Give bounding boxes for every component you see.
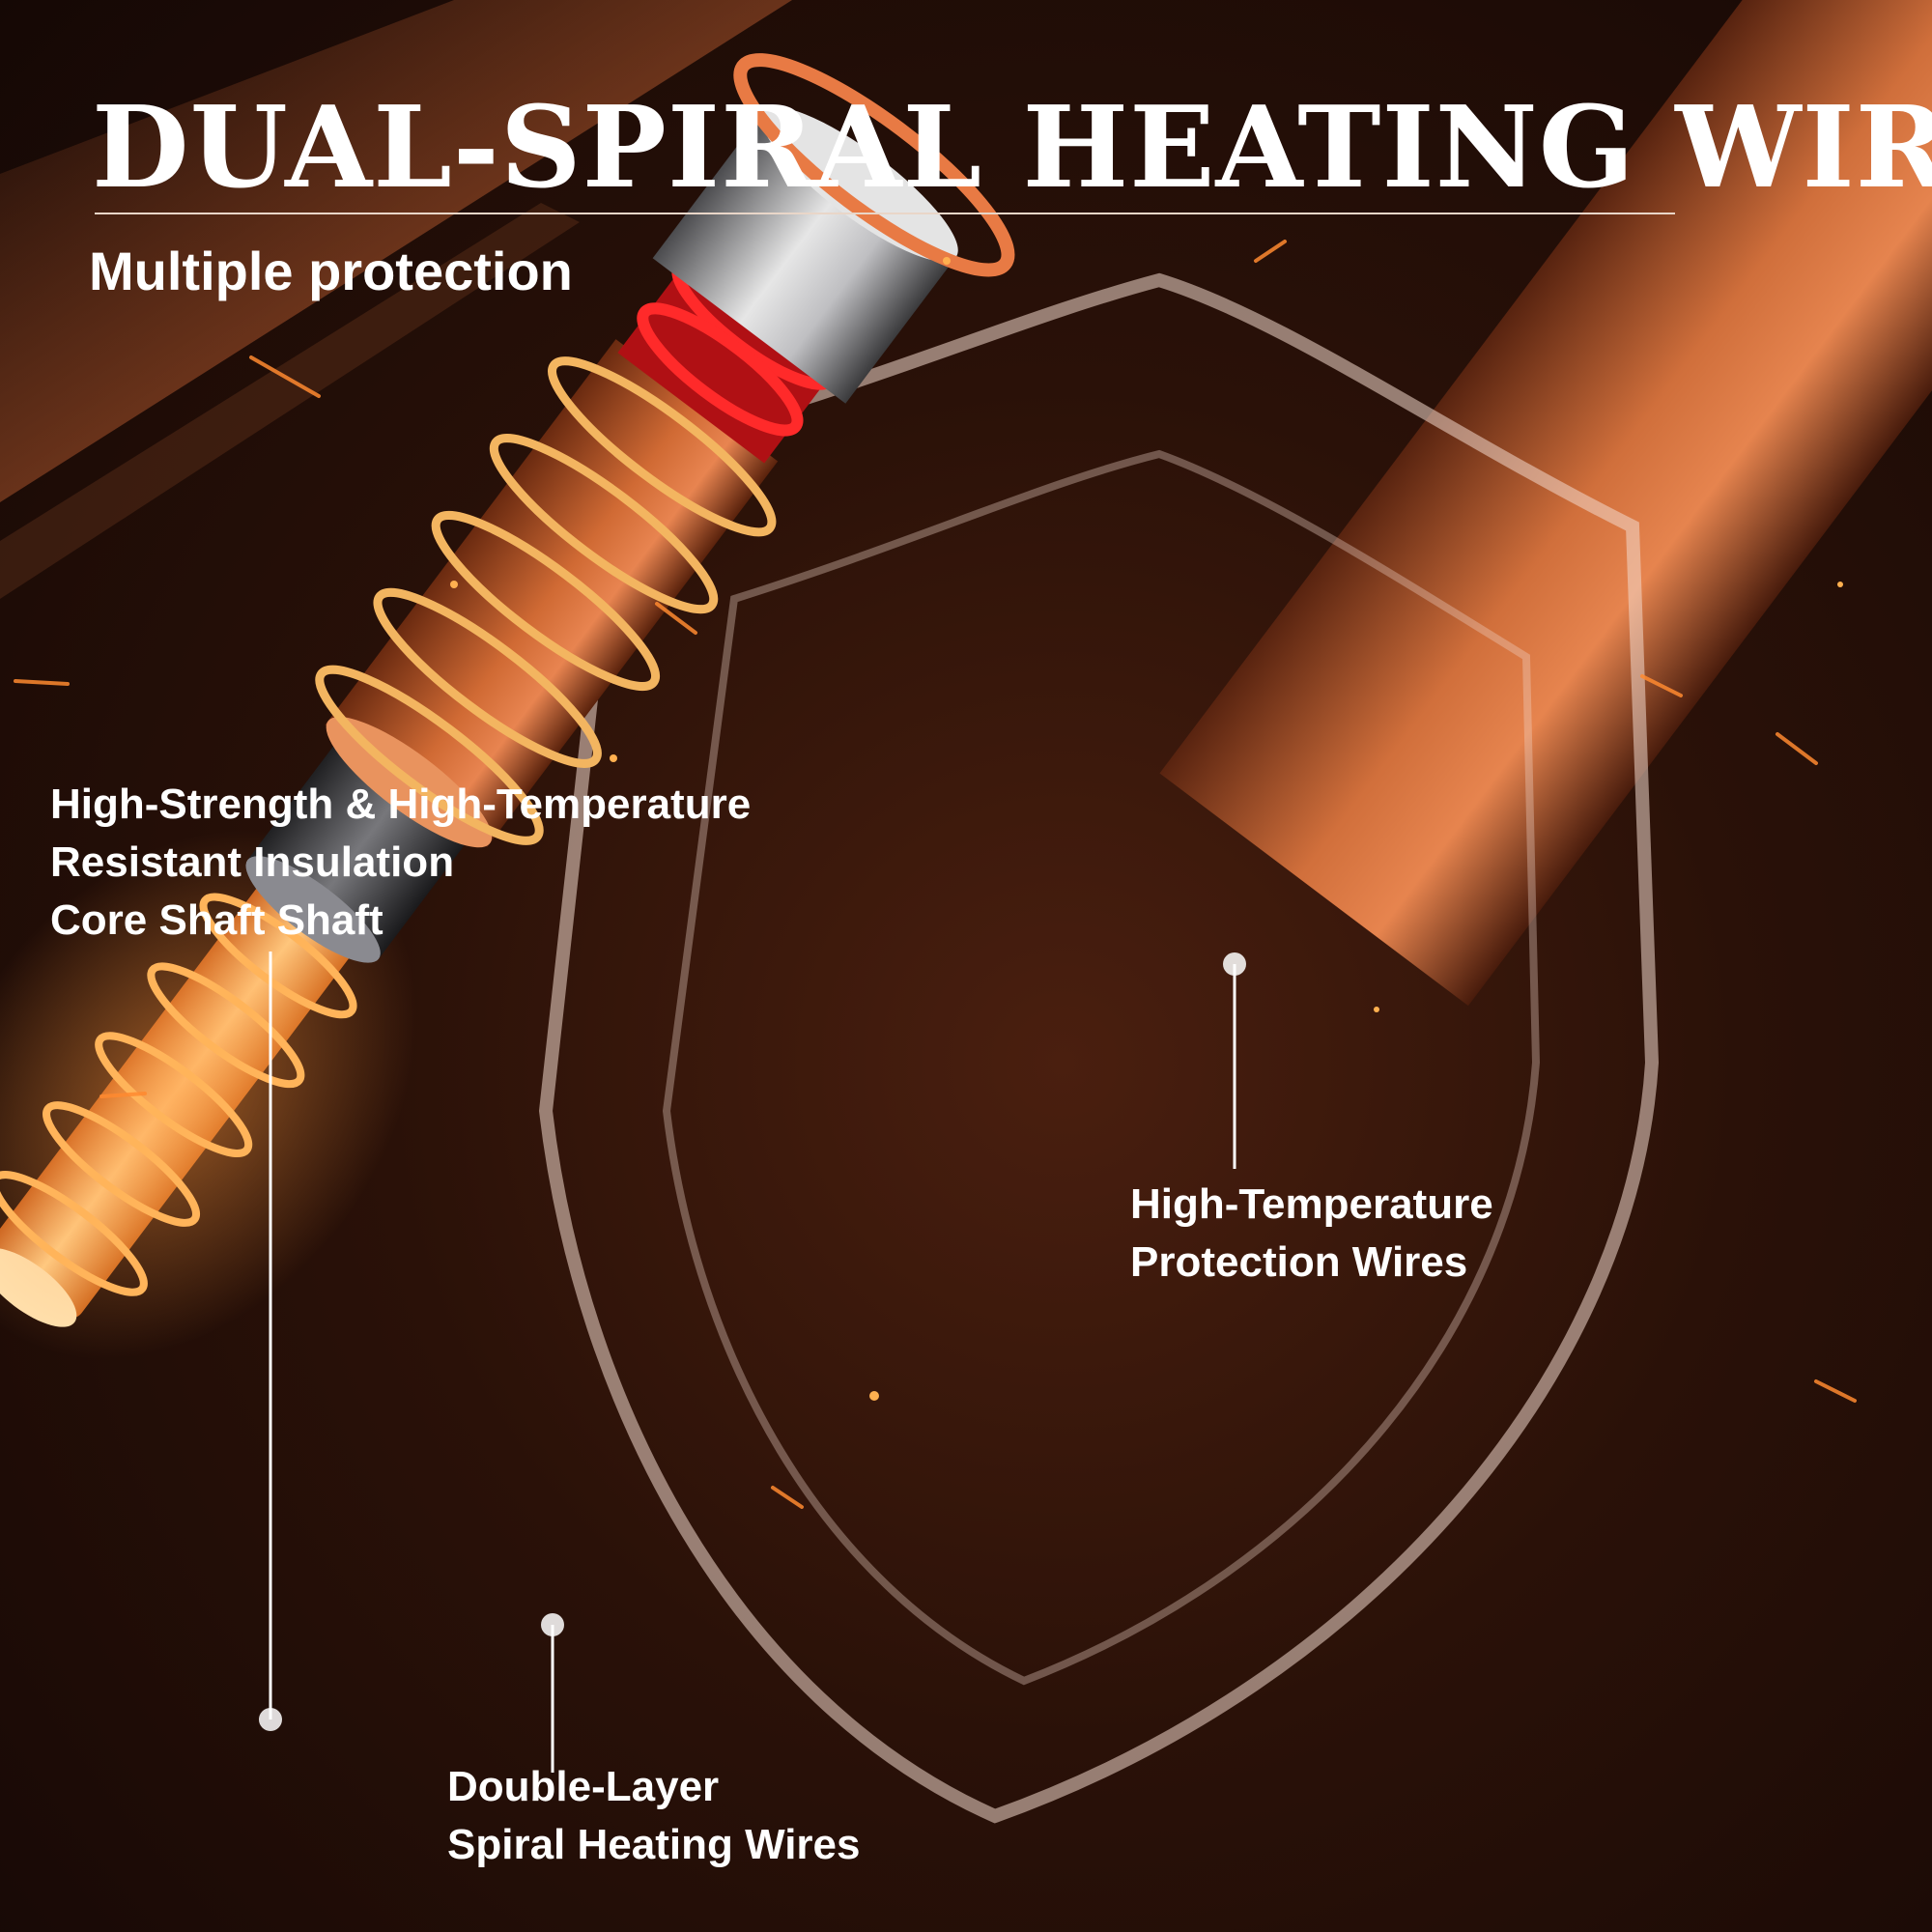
callout-line: High-Strength & High-Temperature (50, 781, 752, 828)
subtitle: Multiple protection (89, 241, 573, 301)
callout-line: Double-Layer (447, 1763, 720, 1810)
callout-protection-wires: High-Temperature Protection Wires (1130, 1176, 1493, 1292)
callout-line: Protection Wires (1130, 1238, 1468, 1286)
callout-line: Core Shaft Shaft (50, 896, 384, 944)
main-title: DUAL-SPIRAL HEATING WIRES (92, 82, 1932, 213)
callout-double-layer-wires: Double-Layer Spiral Heating Wires (447, 1758, 861, 1874)
callout-insulation-core-shaft: High-Strength & High-Temperature Resista… (50, 776, 751, 950)
callout-line: Resistant Insulation (50, 838, 455, 886)
callout-leaders (259, 952, 1246, 1773)
callout-line: High-Temperature (1130, 1180, 1493, 1228)
title-divider (95, 213, 1675, 214)
callout-line: Spiral Heating Wires (447, 1821, 861, 1868)
